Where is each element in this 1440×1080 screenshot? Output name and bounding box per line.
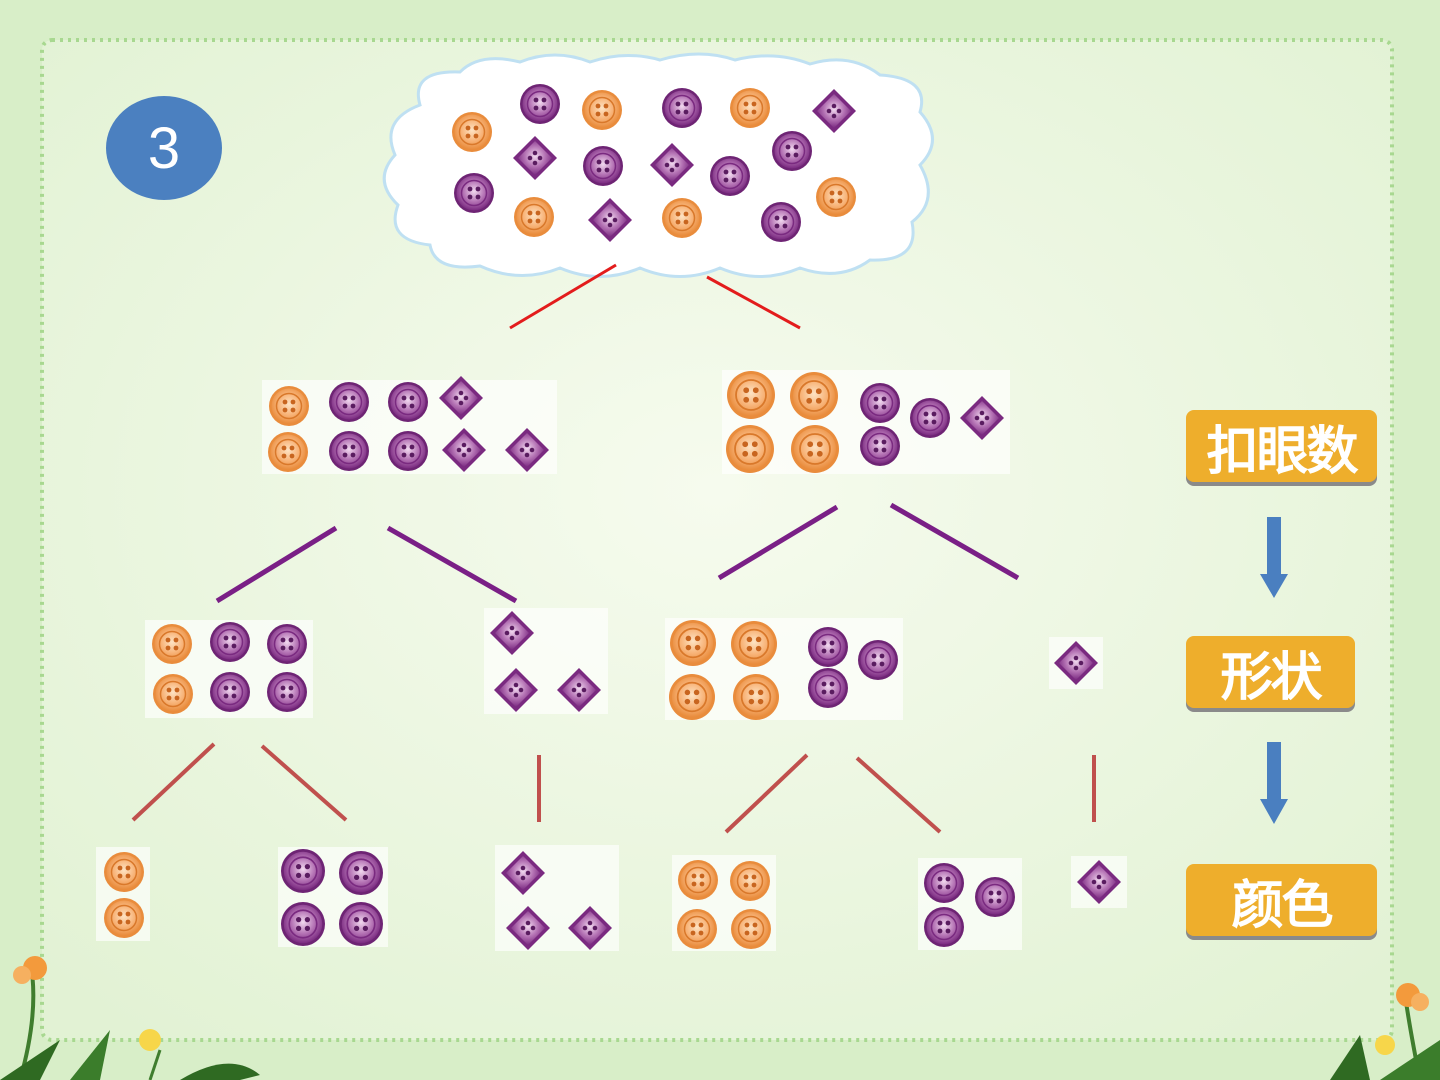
orange-round-button-icon — [815, 176, 857, 218]
purple-round-button-icon — [923, 906, 965, 948]
orange-round-button-icon — [267, 431, 309, 473]
purple-round-button-icon — [760, 201, 802, 243]
slide-number-badge: 3 — [106, 96, 222, 200]
purple-round-button-icon — [807, 667, 849, 709]
down-arrow-icon — [1260, 742, 1288, 824]
connector-line — [706, 275, 801, 330]
orange-round-button-icon — [730, 620, 778, 668]
group-four-holes-round — [145, 620, 313, 718]
purple-round-button-icon — [923, 862, 965, 904]
group-leaf-orange-round-4 — [96, 847, 150, 941]
orange-round-button-icon — [103, 851, 145, 893]
purple-round-button-icon — [771, 130, 813, 172]
connector-line — [386, 525, 518, 604]
tree-connectors — [131, 263, 1096, 834]
criterion-label-holes: 扣眼数 — [1186, 410, 1377, 482]
purple-round-button-icon — [280, 848, 326, 894]
connector-line — [509, 263, 617, 330]
criterion-label-shape: 形状 — [1186, 636, 1355, 708]
connector-line — [855, 756, 942, 834]
purple-round-button-icon — [453, 172, 495, 214]
group-two-holes-round — [665, 618, 903, 721]
orange-round-button-icon — [732, 673, 780, 721]
group-leaf-purple-round-4 — [278, 847, 388, 947]
purple-round-button-icon — [519, 83, 561, 125]
group-leaf-purple-diamond-4 — [495, 845, 619, 951]
connector-line — [889, 502, 1020, 581]
purple-round-button-icon — [328, 430, 370, 472]
group-leaf-purple-diamond-2 — [1071, 856, 1127, 908]
purple-round-button-icon — [266, 671, 308, 713]
orange-round-button-icon — [513, 196, 555, 238]
group-two-holes-diamond — [1049, 637, 1103, 689]
connector-line — [724, 753, 809, 834]
connector-line — [215, 525, 338, 604]
purple-round-button-icon — [857, 639, 899, 681]
group-four-holes-diamond — [484, 608, 608, 714]
purple-round-button-icon — [328, 381, 370, 423]
orange-round-button-icon — [152, 673, 194, 715]
criterion-label-color: 颜色 — [1186, 864, 1377, 936]
flower-decoration-right-icon — [1330, 983, 1440, 1080]
orange-round-button-icon — [268, 385, 310, 427]
connector-line — [131, 742, 216, 822]
group-leaf-orange-round-2 — [672, 855, 776, 951]
orange-round-button-icon — [103, 897, 145, 939]
orange-round-button-icon — [730, 908, 772, 950]
connector-line — [260, 744, 348, 822]
orange-round-button-icon — [790, 424, 840, 474]
group-four-holes — [262, 376, 557, 474]
group-leaf-purple-round-2 — [918, 858, 1022, 950]
connector-line — [717, 504, 839, 581]
purple-round-button-icon — [909, 397, 951, 439]
orange-round-button-icon — [676, 908, 718, 950]
orange-round-button-icon — [726, 370, 776, 420]
down-arrow-icon — [1260, 517, 1288, 598]
orange-round-button-icon — [661, 197, 703, 239]
purple-round-button-icon — [338, 850, 384, 896]
slide-frame — [40, 38, 1394, 1042]
purple-round-button-icon — [387, 430, 429, 472]
purple-round-button-icon — [209, 671, 251, 713]
orange-round-button-icon — [677, 859, 719, 901]
purple-round-button-icon — [280, 901, 326, 947]
orange-round-button-icon — [729, 860, 771, 902]
purple-round-button-icon — [859, 425, 901, 467]
purple-round-button-icon — [709, 155, 751, 197]
orange-round-button-icon — [725, 424, 775, 474]
purple-round-button-icon — [387, 381, 429, 423]
orange-round-button-icon — [451, 111, 493, 153]
purple-round-button-icon — [807, 626, 849, 668]
group-two-holes — [722, 370, 1010, 474]
purple-round-button-icon — [661, 87, 703, 129]
purple-round-button-icon — [859, 382, 901, 424]
purple-round-button-icon — [338, 901, 384, 947]
purple-round-button-icon — [209, 621, 251, 663]
orange-round-button-icon — [581, 89, 623, 131]
orange-round-button-icon — [669, 619, 717, 667]
purple-round-button-icon — [266, 623, 308, 665]
orange-round-button-icon — [151, 623, 193, 665]
flower-decoration-left-icon — [0, 956, 260, 1080]
orange-round-button-icon — [729, 87, 771, 129]
purple-round-button-icon — [974, 876, 1016, 918]
purple-round-button-icon — [582, 145, 624, 187]
orange-round-button-icon — [789, 371, 839, 421]
orange-round-button-icon — [668, 673, 716, 721]
